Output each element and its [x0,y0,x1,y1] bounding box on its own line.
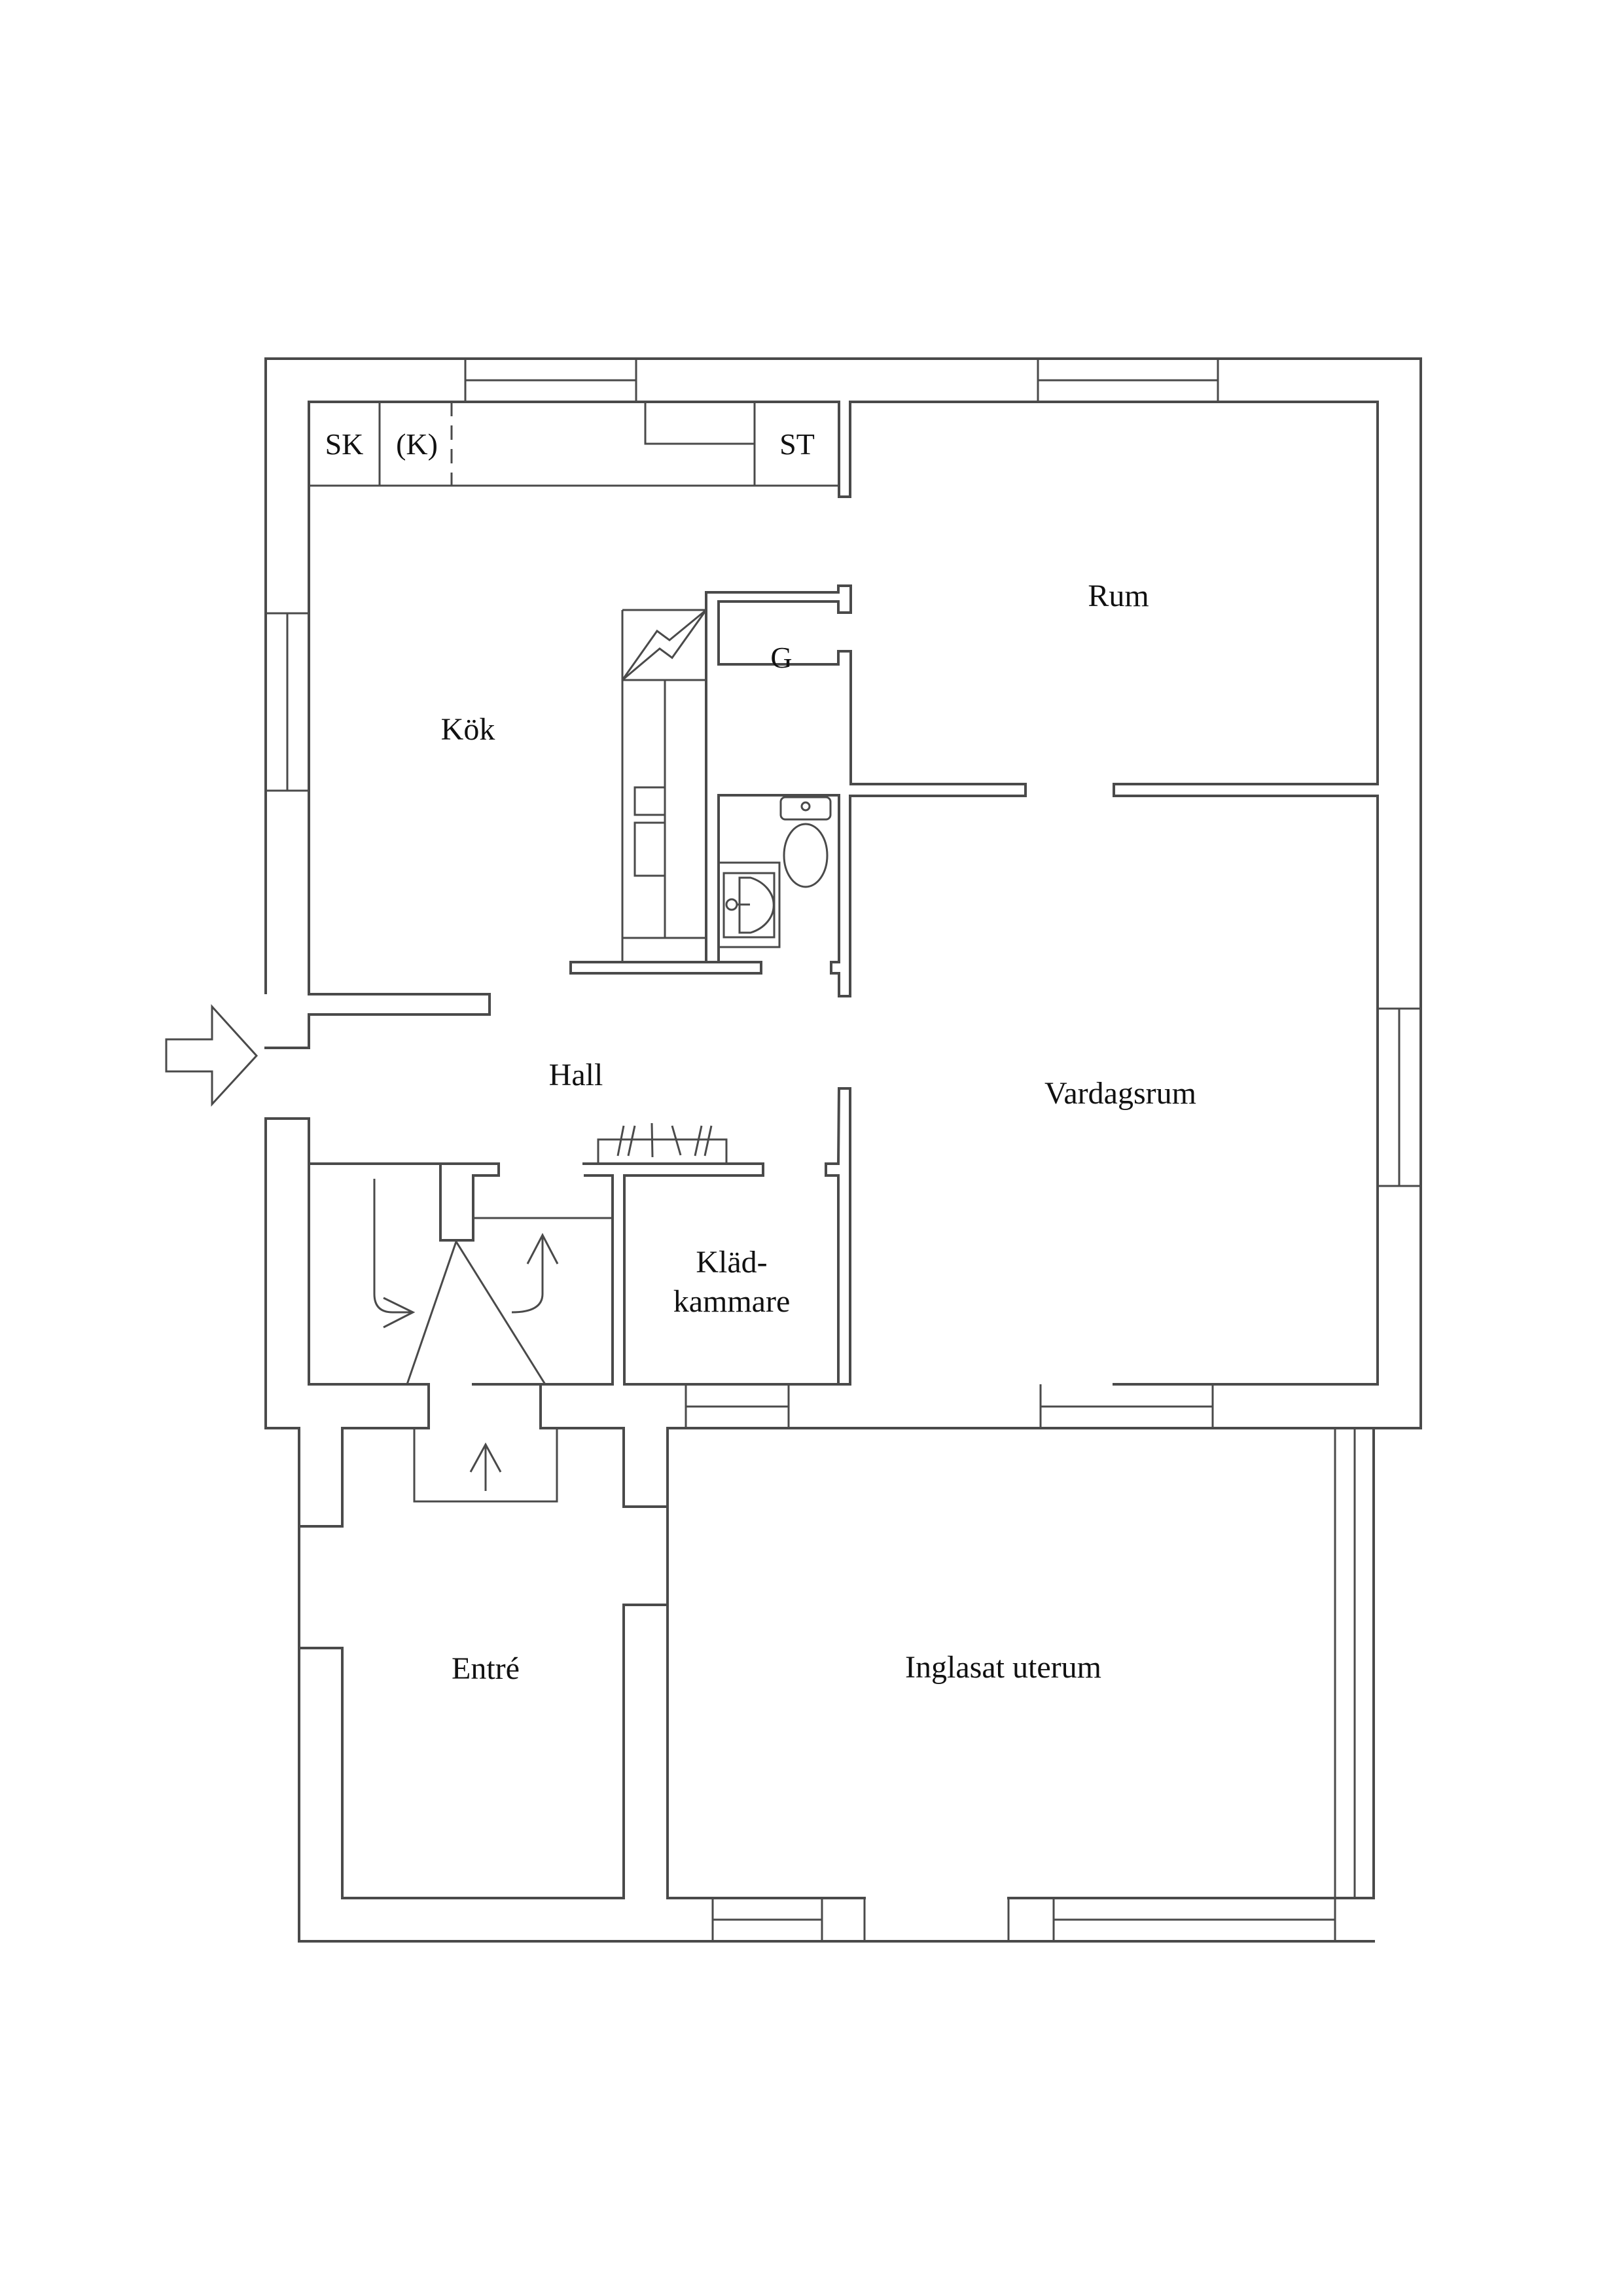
label-kladkammare-line2: kammare [673,1284,791,1319]
label-uterum: Inglasat uterum [905,1650,1101,1685]
label-sk: SK [325,427,364,461]
label-k: (K) [396,427,438,461]
stair-arrow-up-icon [511,1232,559,1314]
hanger-icons [616,1122,713,1158]
window-vardagsrum-right [1378,1007,1421,1187]
label-st: ST [779,427,815,461]
label-entre: Entré [452,1651,520,1686]
kitchen-tall-unit [621,609,707,962]
fixture-labels: SK (K) ST G [325,427,815,674]
entrance-arrow-icon [469,1442,502,1491]
entry-arrow-icon [165,1004,259,1107]
window-uterum-1 [711,1898,823,1941]
wall-stub-kitchen-hall [569,961,762,975]
window-rum-top [1037,359,1219,402]
label-kladkammare-line1: Kläd- [696,1245,767,1280]
entrance-step [413,1428,558,1503]
wall-core [705,584,1027,997]
windows [266,359,1421,1428]
sink-icon [719,861,781,948]
stair-arrow-down-icon [373,1179,416,1329]
wc [719,796,832,948]
room-labels: Kök Rum Hall Vardagsrum Kläd- kammare En… [441,579,1196,1686]
window-vardagsrum-bottom [1039,1384,1214,1428]
lightning-bolt-icon [621,609,707,681]
uterum-walls [666,1427,1422,1941]
label-kok: Kök [441,712,495,747]
staircase [308,1162,614,1429]
toilet-tank-icon [779,796,832,821]
window-kitchen-top [464,359,637,402]
label-g: G [770,641,792,674]
window-kladkammare [685,1384,790,1428]
window-kitchen-left [266,612,309,792]
wall-hall-vardagsrum [825,1087,851,1386]
window-uterum-2 [1052,1898,1336,1941]
label-rum: Rum [1088,579,1149,613]
clothes-rack [472,1122,840,1386]
outer-walls [264,357,1422,1429]
wall-rum-vardagsrum-right [1113,783,1379,797]
label-vardagsrum: Vardagsrum [1044,1076,1196,1111]
kitchen-counter [309,402,839,487]
entre-walls [298,1427,1375,1943]
toilet-icon [783,823,829,888]
label-hall: Hall [549,1058,603,1092]
